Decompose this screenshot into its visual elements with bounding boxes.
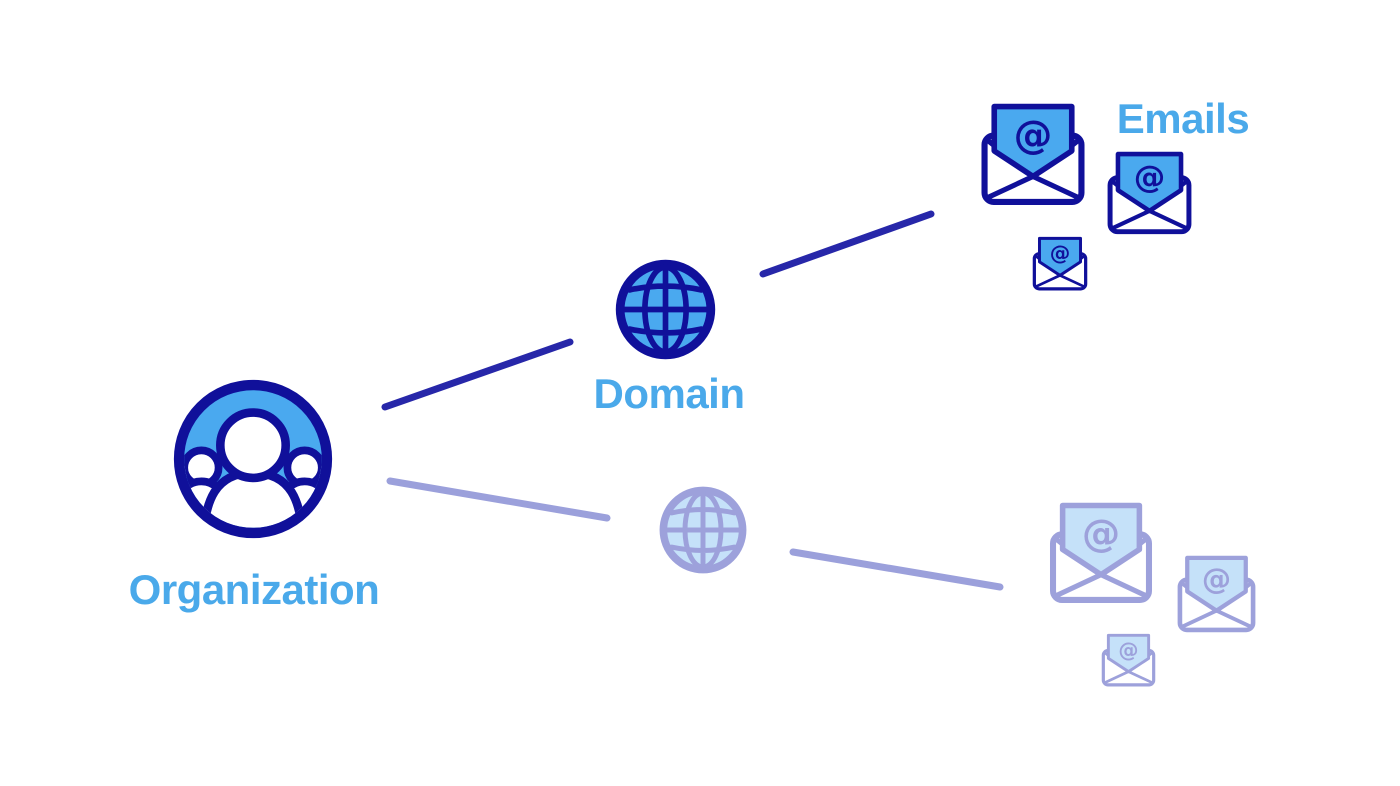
- at-symbol: @: [1118, 638, 1138, 662]
- globe-faded-icon: [659, 486, 747, 574]
- email-envelope-medium-faded-icon: @: [1177, 555, 1256, 633]
- email-envelope-medium-icon: @: [1107, 151, 1192, 235]
- organization-label: Organization: [128, 566, 380, 613]
- at-symbol: @: [1202, 562, 1231, 596]
- edge-organization-to-domain: [381, 338, 574, 411]
- organization-people-icon: [173, 379, 333, 539]
- emails-label: Emails: [1116, 95, 1250, 142]
- email-envelope-small-icon: @: [1032, 236, 1088, 291]
- email-envelope-small-faded-icon: @: [1101, 633, 1156, 687]
- domain-label: Domain: [593, 370, 745, 417]
- globe-icon: [615, 259, 716, 360]
- edge-organization-to-faded-domain: [386, 477, 611, 522]
- at-symbol: @: [1082, 511, 1120, 556]
- email-envelope-large-faded-icon: @: [1049, 502, 1153, 603]
- at-symbol: @: [1014, 113, 1053, 158]
- edge-faded-domain-to-faded-emails: [789, 548, 1004, 591]
- at-symbol: @: [1050, 241, 1071, 265]
- at-symbol: @: [1134, 160, 1166, 196]
- email-envelope-large-icon: @: [981, 103, 1085, 205]
- edge-domain-to-emails: [759, 210, 935, 278]
